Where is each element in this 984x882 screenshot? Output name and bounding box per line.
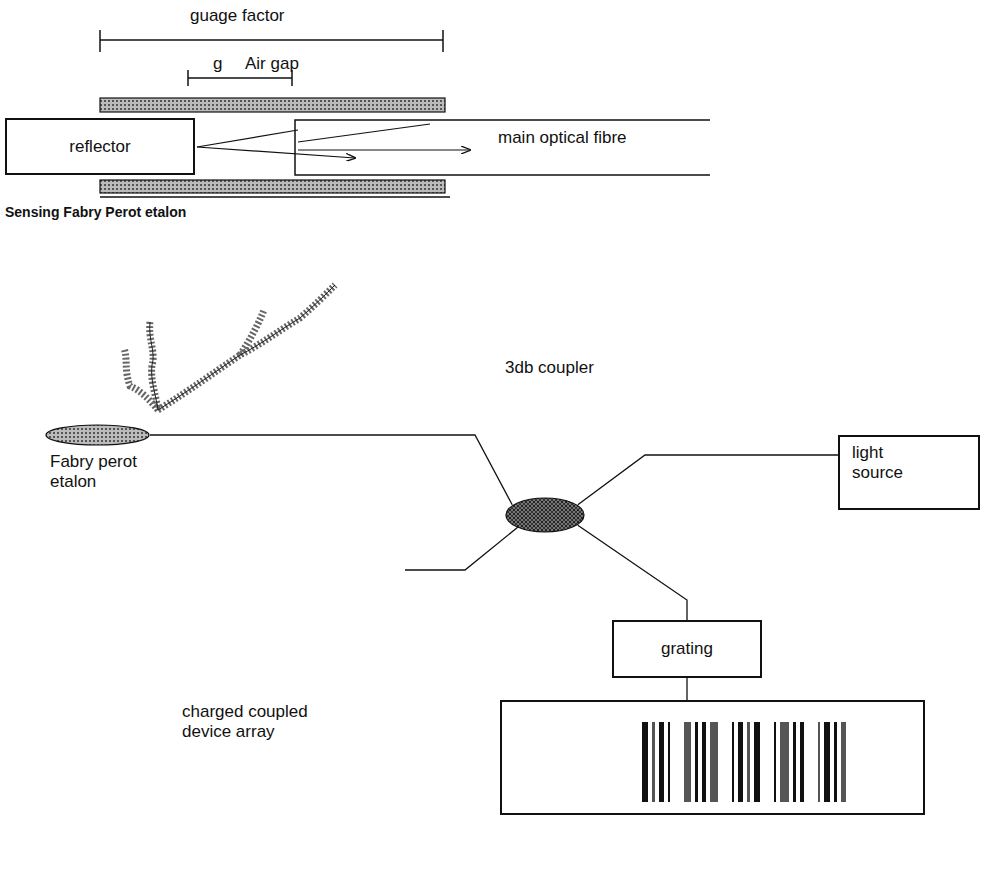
node-label: Fabry perot etalon (50, 452, 160, 492)
dimension-label: Air gap (245, 54, 299, 74)
etalon-shape: Fabry perot etalon (45, 424, 150, 446)
dimension-label: guage factor (190, 6, 285, 26)
ccd-box: charged coupled device array (500, 700, 925, 815)
tube-wall (100, 98, 445, 112)
nerve-fibre (124, 285, 335, 410)
fibre-link (686, 678, 687, 700)
dimension-bracket (100, 30, 443, 86)
light-rays (197, 124, 470, 158)
reflector-box: reflector (5, 118, 195, 175)
grating-box: grating (612, 620, 762, 678)
coupler-port (405, 527, 518, 570)
tube-wall (100, 180, 445, 193)
optical-fibre (295, 120, 710, 175)
ccd-fringes (502, 702, 923, 813)
oval-outline (505, 497, 585, 533)
node-label: light source (852, 443, 922, 483)
base-line (100, 196, 450, 198)
coupler-shape: 3db coupler (505, 497, 585, 533)
figure-caption: Sensing Fabry Perot etalon (5, 202, 186, 222)
node-label: 3db coupler (505, 358, 595, 378)
dimension-label: g (213, 54, 222, 74)
part-label: main optical fibre (498, 128, 627, 148)
source-box: light source (838, 435, 980, 510)
fibre-link (578, 525, 687, 620)
node-label: charged coupled device array (182, 702, 357, 742)
node-label: grating (661, 639, 713, 659)
node-label: reflector (69, 137, 130, 157)
fibre-link (150, 435, 512, 505)
nerve-outline (150, 285, 335, 410)
fibre-link (578, 455, 838, 505)
oval-outline (45, 424, 150, 446)
